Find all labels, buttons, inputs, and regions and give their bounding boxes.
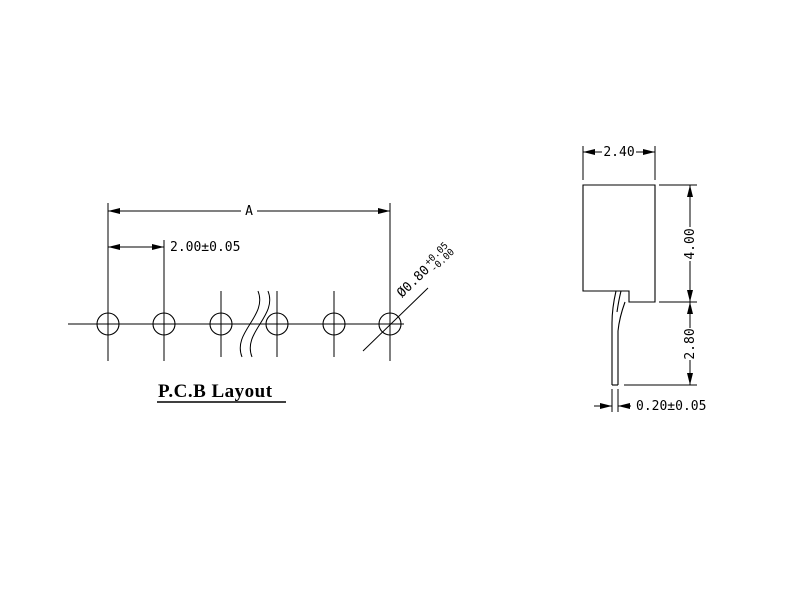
dim-thickness-ext xyxy=(611,389,619,412)
dim-height-label: 4.00 xyxy=(683,228,698,259)
hole-circle-6 xyxy=(378,312,402,336)
dim-pin-length-label-group: 2.80 xyxy=(683,328,698,359)
hole-circle-5 xyxy=(322,312,346,336)
dim-pitch-label: 2.00±0.05 xyxy=(170,240,240,255)
dim-pin-length-label: 2.80 xyxy=(683,328,698,359)
dim-width-label: 2.40 xyxy=(603,145,634,160)
pcb-layout-view: A 2.00±0.05 Ø0.80 +0.05 -0.00 P.C.B Layo… xyxy=(68,203,457,403)
hole-diameter-callout: Ø0.80 +0.05 -0.00 xyxy=(394,240,457,301)
hole-centerlines xyxy=(107,203,391,361)
dim-height-label-group: 4.00 xyxy=(683,228,698,259)
hole-circle-2 xyxy=(152,312,176,336)
hole-circle-4 xyxy=(265,312,289,336)
dim-thickness-label: 0.20±0.05 xyxy=(636,399,706,414)
side-view: 2.40 4.00 2.80 0.20±0.05 xyxy=(582,145,706,414)
body-outline xyxy=(582,184,656,303)
hole-circle-1 xyxy=(96,312,120,336)
hole-circle-3 xyxy=(209,312,233,336)
break-symbol xyxy=(239,290,271,358)
pin-outline xyxy=(611,290,626,385)
hole-diameter-label: Ø0.80 xyxy=(394,263,433,301)
view-title: P.C.B Layout xyxy=(158,381,273,402)
dim-a-label: A xyxy=(245,204,253,219)
leader-line xyxy=(362,287,429,352)
